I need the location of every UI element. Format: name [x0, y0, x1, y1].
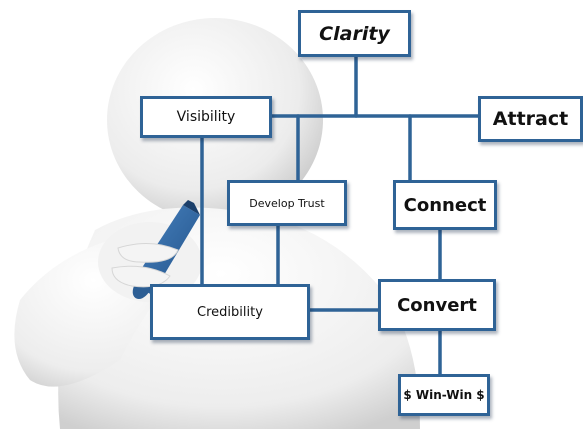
node-clarity: Clarity — [298, 10, 411, 57]
node-visibility: Visibility — [140, 96, 272, 138]
node-attract-label: Attract — [492, 108, 569, 130]
node-connect: Connect — [393, 180, 497, 230]
node-visibility-label: Visibility — [176, 109, 236, 125]
node-win-win: $ Win-Win $ — [398, 374, 490, 416]
node-convert: Convert — [378, 279, 496, 331]
node-connect-label: Connect — [403, 194, 487, 216]
node-develop-trust: Develop Trust — [227, 180, 347, 226]
node-develop-trust-label: Develop Trust — [249, 196, 325, 210]
node-win-win-label: $ Win-Win $ — [403, 388, 485, 402]
node-attract: Attract — [478, 96, 583, 142]
node-convert-label: Convert — [397, 294, 477, 316]
node-credibility: Credibility — [150, 284, 310, 340]
node-clarity-label: Clarity — [319, 22, 390, 45]
node-credibility-label: Credibility — [197, 304, 263, 320]
